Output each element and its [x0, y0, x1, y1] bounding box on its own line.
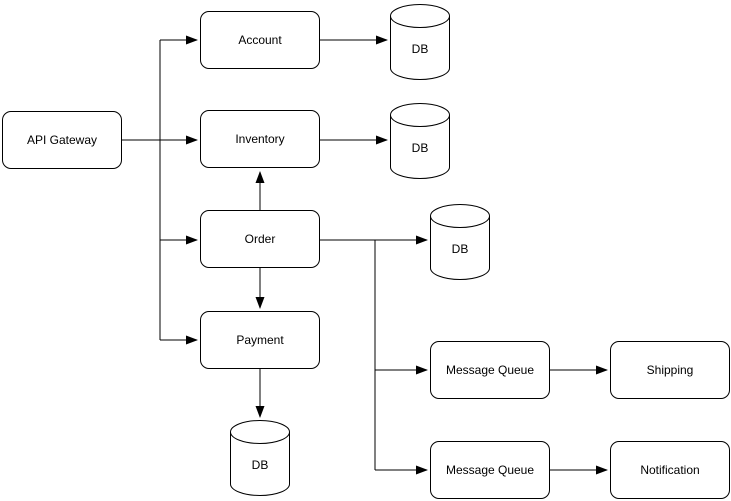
node-inventory: Inventory — [200, 110, 320, 168]
database-cylinder-icon — [430, 204, 490, 280]
node-db-account: DB — [390, 4, 450, 82]
node-api-gateway-label: API Gateway — [26, 133, 98, 147]
database-cylinder-icon — [230, 420, 290, 496]
node-db-inventory-label: DB — [411, 141, 429, 155]
node-order: Order — [200, 210, 320, 268]
node-account: Account — [200, 11, 320, 69]
node-message-queue-notification-label: Message Queue — [445, 463, 535, 477]
node-inventory-label: Inventory — [235, 132, 285, 146]
node-api-gateway: API Gateway — [2, 111, 122, 169]
node-db-payment: DB — [230, 420, 290, 498]
node-payment-label: Payment — [236, 333, 284, 347]
node-message-queue-notification: Message Queue — [430, 441, 550, 499]
node-db-order-label: DB — [451, 242, 469, 256]
node-db-inventory: DB — [390, 103, 450, 181]
node-account-label: Account — [238, 33, 282, 47]
node-db-account-label: DB — [411, 42, 429, 56]
node-order-label: Order — [244, 232, 276, 246]
node-db-payment-label: DB — [251, 458, 269, 472]
node-shipping: Shipping — [610, 341, 730, 399]
node-db-order: DB — [430, 204, 490, 282]
node-message-queue-shipping: Message Queue — [430, 341, 550, 399]
node-shipping-label: Shipping — [646, 363, 694, 377]
database-cylinder-icon — [390, 103, 450, 179]
database-cylinder-icon — [390, 4, 450, 80]
node-payment: Payment — [200, 311, 320, 369]
node-notification: Notification — [610, 441, 730, 499]
node-notification-label: Notification — [640, 463, 700, 477]
node-message-queue-shipping-label: Message Queue — [445, 363, 535, 377]
